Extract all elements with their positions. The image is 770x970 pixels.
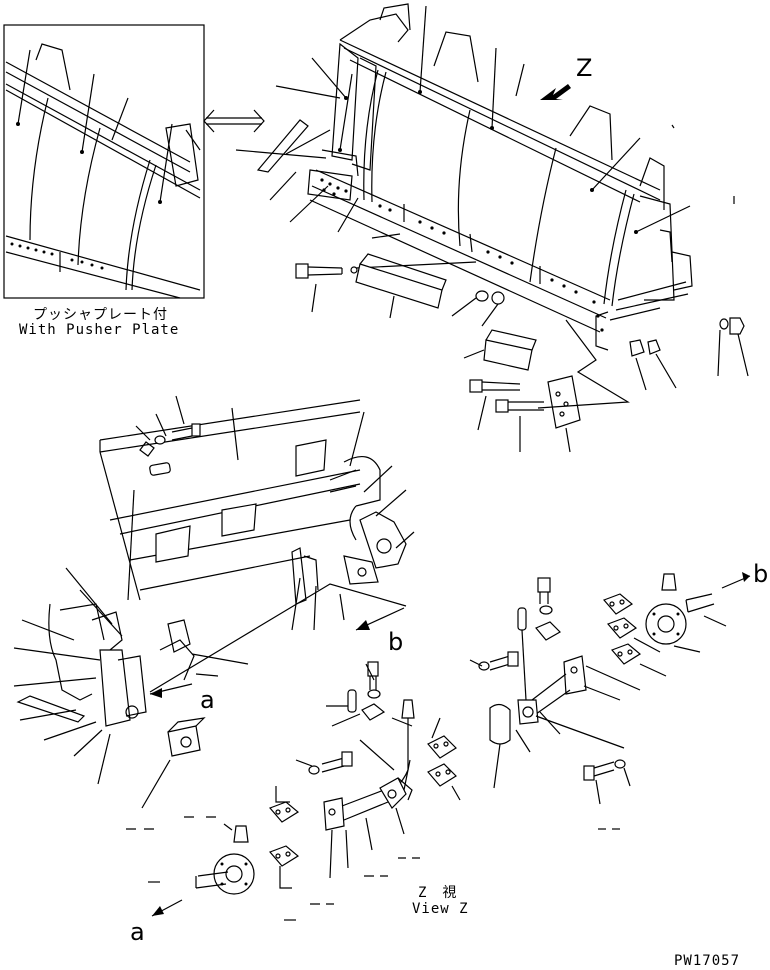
view-z-marker: Z xyxy=(576,54,593,82)
view-z-parts xyxy=(151,572,751,917)
ref-label-b-left: b xyxy=(388,628,404,656)
blade-hardware xyxy=(295,253,749,453)
drawing-code: PW17057 xyxy=(674,953,741,969)
double-arrow-icon xyxy=(203,109,265,133)
inset-bolt-holes xyxy=(10,242,104,270)
ref-label-b-right: b xyxy=(753,560,769,588)
frame-assembly xyxy=(13,395,415,809)
ref-label-a-upper: a xyxy=(200,686,215,714)
direction-arrow-icon xyxy=(540,84,571,100)
inset-frame xyxy=(3,24,205,299)
view-z-caption-en: View Z xyxy=(412,901,469,917)
inset-caption-jp: プッシャプレート付 xyxy=(33,307,168,323)
inset-caption-en: With Pusher Plate xyxy=(19,322,180,338)
view-z-caption-jp: Z 視 xyxy=(418,885,458,901)
blade-assembly xyxy=(235,3,693,333)
label-ticks xyxy=(126,124,735,921)
ref-label-a-lower: a xyxy=(130,918,145,946)
inset-pusher-plate xyxy=(3,24,205,299)
